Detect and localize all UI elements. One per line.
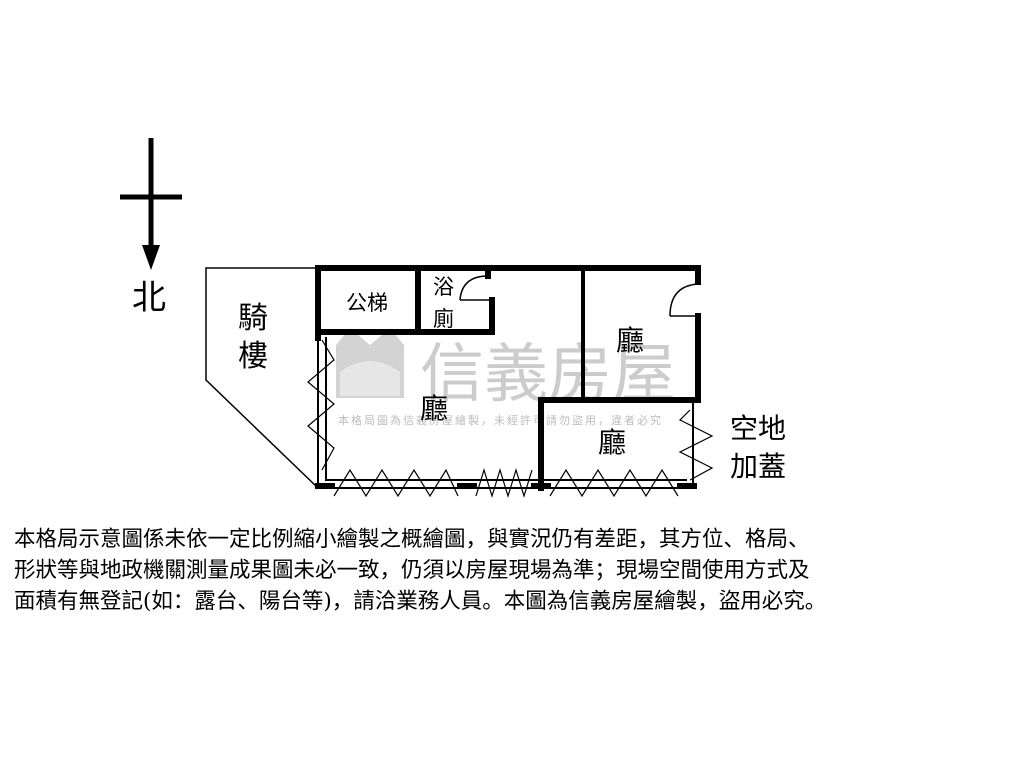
window-right bbox=[678, 409, 714, 481]
watermark-notice: 本格局圖為信義房屋繪製，未經許可請勿盜用，違者必究 bbox=[338, 413, 663, 427]
room-label-bathroom-1: 浴 bbox=[433, 275, 454, 299]
compass-label: 北 bbox=[132, 278, 166, 318]
disclaimer-text: 本格局示意圖係未依一定比例縮小繪製之概繪圖，與實況仍有差距，其方位、格局、 形狀… bbox=[14, 524, 1014, 617]
disclaimer-line-3: 面積有無登記(如：露台、陽台等)，請洽業務人員。本圖為信義房屋繪製，盜用必究。 bbox=[14, 589, 827, 614]
walls bbox=[315, 265, 701, 491]
disclaimer-line-1: 本格局示意圖係未依一定比例縮小繪製之概繪圖，與實況仍有差距，其方位、格局、 bbox=[14, 527, 810, 552]
room-label-hall-main: 廳 bbox=[420, 392, 448, 425]
disclaimer-line-2: 形狀等與地政機關測量成果圖未必一致，仍須以房屋現場為準；現場空間使用方式及 bbox=[14, 558, 810, 583]
arcade-outline bbox=[205, 267, 319, 489]
window-bottom-1 bbox=[333, 468, 459, 498]
window-bottom-3 bbox=[549, 468, 679, 498]
room-label-bathroom-2: 廁 bbox=[433, 307, 454, 331]
door-icon bbox=[459, 275, 699, 317]
room-label-open-space-1: 空地 bbox=[730, 412, 786, 445]
window-bottom-2 bbox=[475, 467, 533, 499]
room-label-hall-lower-right: 廳 bbox=[598, 426, 626, 459]
room-label-hall-upper-right: 廳 bbox=[616, 324, 644, 357]
window-left bbox=[307, 339, 335, 471]
room-label-public-stairs: 公梯 bbox=[346, 291, 388, 315]
arcade-label-2: 樓 bbox=[238, 339, 268, 374]
room-label-open-space-2: 加蓋 bbox=[730, 450, 786, 483]
watermark-logo bbox=[336, 328, 404, 398]
arcade-label-1: 騎 bbox=[238, 301, 268, 336]
north-arrow-icon bbox=[120, 138, 182, 270]
